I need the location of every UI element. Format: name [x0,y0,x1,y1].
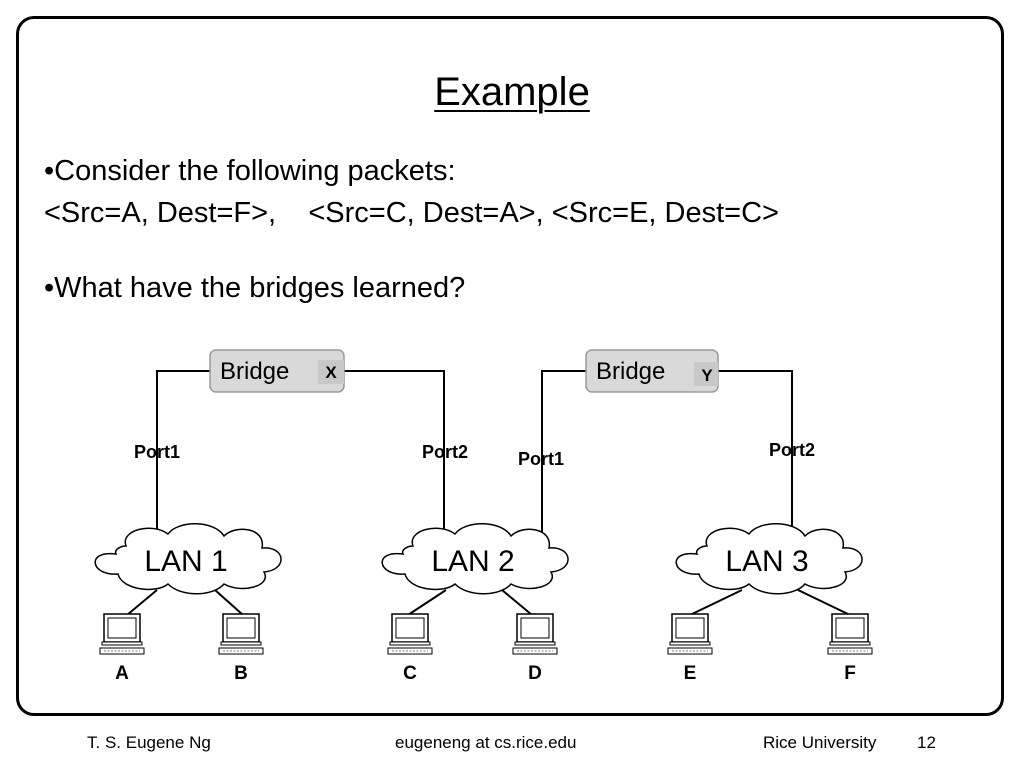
bridge-y-port2-link [718,370,793,530]
bridge-y-port2-label: Port2 [769,440,815,460]
bridge-x-port1-link [156,370,210,530]
packet-list: <Src=A, Dest=F>, <Src=C, Dest=A>, <Src=E… [44,197,779,229]
lan-2-label: LAN 2 [431,545,514,578]
bridge-y-port1-label: Port1 [518,449,564,469]
lan-1-label: LAN 1 [144,545,227,578]
bridge-x: Bridge X [209,349,345,393]
slide-title: Example [434,70,590,114]
host-link-d [501,589,533,616]
bullet-consider-packets: •Consider the following packets: [44,155,456,187]
host-d-label: D [528,663,542,684]
footer-institution: Rice University [763,733,877,752]
computer-icon [218,613,264,655]
bridge-x-id: X [325,363,337,382]
bridge-x-port1-label: Port1 [134,442,180,462]
host-e-label: E [684,663,697,684]
host-link-f [797,589,851,616]
computer-icon [512,613,558,655]
bridge-x-port2-label: Port2 [422,442,468,462]
host-f-label: F [844,663,856,684]
host-f: F [827,613,873,684]
host-d: D [512,613,558,684]
bullet-bridges-learned: •What have the bridges learned? [44,272,466,304]
bridge-x-port2-link [344,370,445,530]
host-c-label: C [403,663,417,684]
lan-2-cloud: LAN 2 [381,522,569,595]
bridge-x-label: Bridge [220,358,289,385]
host-a-label: A [115,663,129,684]
lan-3-label: LAN 3 [725,545,808,578]
host-link-e [689,589,743,616]
computer-icon [827,613,873,655]
lan-3-cloud: LAN 3 [675,522,863,595]
lan-1-cloud: LAN 1 [94,522,282,595]
bridge-y-label: Bridge [596,358,665,385]
host-c: C [387,613,433,684]
computer-icon [99,613,145,655]
host-b: B [218,613,264,684]
footer-author: T. S. Eugene Ng [87,733,211,752]
computer-icon [667,613,713,655]
host-a: A [99,613,145,684]
host-link-c [407,589,447,616]
computer-icon [387,613,433,655]
host-link-b [214,589,244,616]
host-link-a [126,589,158,616]
footer-email: eugeneng at cs.rice.edu [395,733,577,752]
slide-frame [16,16,1004,716]
bridge-y-port1-link [541,370,586,545]
bridge-y: Bridge Y [585,349,719,393]
host-b-label: B [234,663,248,684]
bridge-y-id: Y [701,366,713,385]
footer-page-number: 12 [917,733,936,752]
host-e: E [667,613,713,684]
